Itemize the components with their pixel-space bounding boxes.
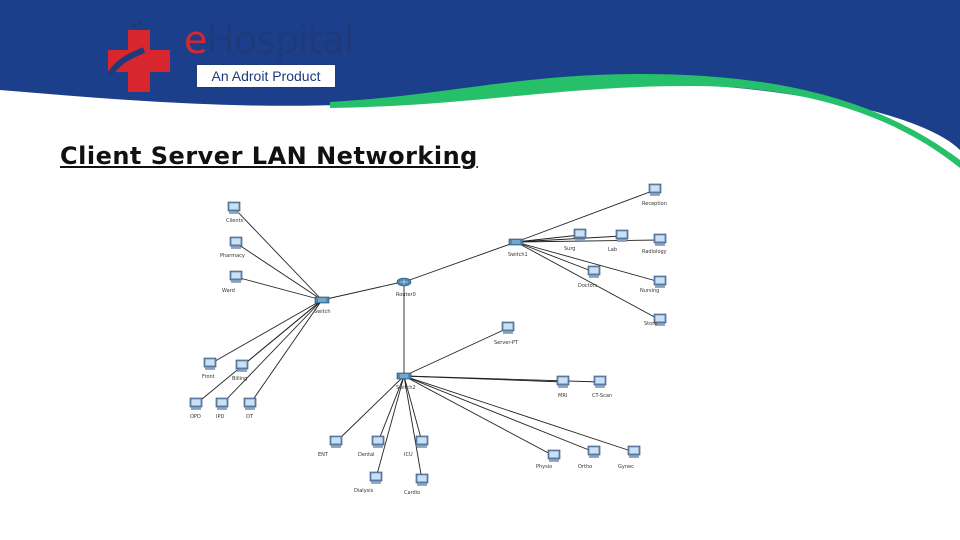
pc-bottom-6: Physio (536, 449, 561, 470)
server: Server-PT (494, 321, 519, 346)
pc-left-5: Billing (232, 359, 249, 382)
svg-text:ENT: ENT (318, 452, 329, 458)
svg-text:Front: Front (202, 374, 215, 380)
svg-text:Switch1: Switch1 (508, 252, 528, 258)
svg-text:Router0: Router0 (396, 292, 416, 298)
pc-bottom-7: Ortho (578, 445, 601, 470)
switch-left: Switch (314, 296, 331, 315)
pc-left-4: Front (202, 357, 217, 380)
svg-text:Switch: Switch (314, 309, 331, 315)
svg-text:Ortho: Ortho (578, 464, 592, 470)
pc-top-3: Lab (608, 229, 629, 253)
pc-bottom-3: ICU (404, 435, 429, 458)
pc-bottom-5: Cardio (404, 473, 429, 496)
pc-top-5: Doctors (578, 265, 601, 289)
pc-left-6: OPD (189, 397, 203, 420)
svg-text:Dental: Dental (358, 452, 375, 458)
svg-text:Radiology: Radiology (642, 249, 667, 255)
pc-top-4: Radiology (642, 233, 667, 255)
switch-top: Switch1 (508, 238, 528, 258)
switch-bottom: Switch2 (396, 372, 416, 391)
svg-text:Surg: Surg (564, 246, 575, 252)
svg-text:Switch2: Switch2 (396, 385, 416, 391)
pc-mid-2: CT-Scan (592, 375, 612, 399)
svg-text:Gynec: Gynec (618, 464, 634, 470)
svg-text:Lab: Lab (608, 247, 617, 253)
pc-bottom-4: Dialysis (354, 471, 383, 494)
svg-text:Physio: Physio (536, 464, 552, 470)
svg-text:Dialysis: Dialysis (354, 488, 374, 494)
svg-text:Doctors: Doctors (578, 283, 598, 289)
svg-text:ICU: ICU (404, 452, 413, 458)
pc-left-2: Pharmacy (220, 236, 245, 259)
svg-text:OT: OT (246, 414, 254, 420)
svg-text:OPD: OPD (190, 414, 201, 420)
header-banner (0, 0, 960, 168)
brand-name: eHospital (184, 18, 354, 62)
pc-left-3: Ward (222, 270, 243, 294)
svg-text:Server-PT: Server-PT (494, 340, 519, 346)
pc-bottom-8: Gynec (618, 445, 641, 470)
pc-bottom-1: ENT (318, 435, 343, 458)
pc-bottom-2: Dental (358, 435, 385, 458)
svg-text:IPD: IPD (216, 414, 224, 420)
svg-text:Reception: Reception (642, 201, 667, 207)
green-swoosh (330, 74, 960, 168)
svg-text:Pharmacy: Pharmacy (220, 253, 245, 259)
ehospital-logo: eHospital An Adroit Product (100, 16, 354, 92)
pc-left-7: IPD (215, 397, 229, 420)
pc-top-7: Store (644, 313, 667, 327)
svg-text:Store: Store (644, 321, 657, 327)
slide-title: Client Server LAN Networking (60, 142, 478, 170)
links-left (195, 189, 661, 481)
pc-left-1: Clients (226, 201, 243, 224)
medical-cross-icon (107, 21, 170, 92)
pc-top-6: Nursing (640, 275, 667, 294)
svg-text:MRI: MRI (558, 393, 567, 399)
svg-text:Nursing: Nursing (640, 288, 659, 294)
router: Router0 (396, 277, 416, 298)
pc-mid-1: MRI (556, 375, 570, 399)
svg-text:Billing: Billing (232, 376, 247, 382)
brand-tagline: An Adroit Product (196, 64, 336, 88)
pc-top-1: Reception (642, 183, 667, 207)
svg-text:Clients: Clients (226, 218, 243, 224)
svg-text:Ward: Ward (222, 288, 235, 294)
svg-text:CT-Scan: CT-Scan (592, 393, 612, 399)
pc-left-8: OT (243, 397, 257, 420)
pc-top-2: Surg (564, 228, 587, 252)
svg-text:Cardio: Cardio (404, 490, 420, 496)
